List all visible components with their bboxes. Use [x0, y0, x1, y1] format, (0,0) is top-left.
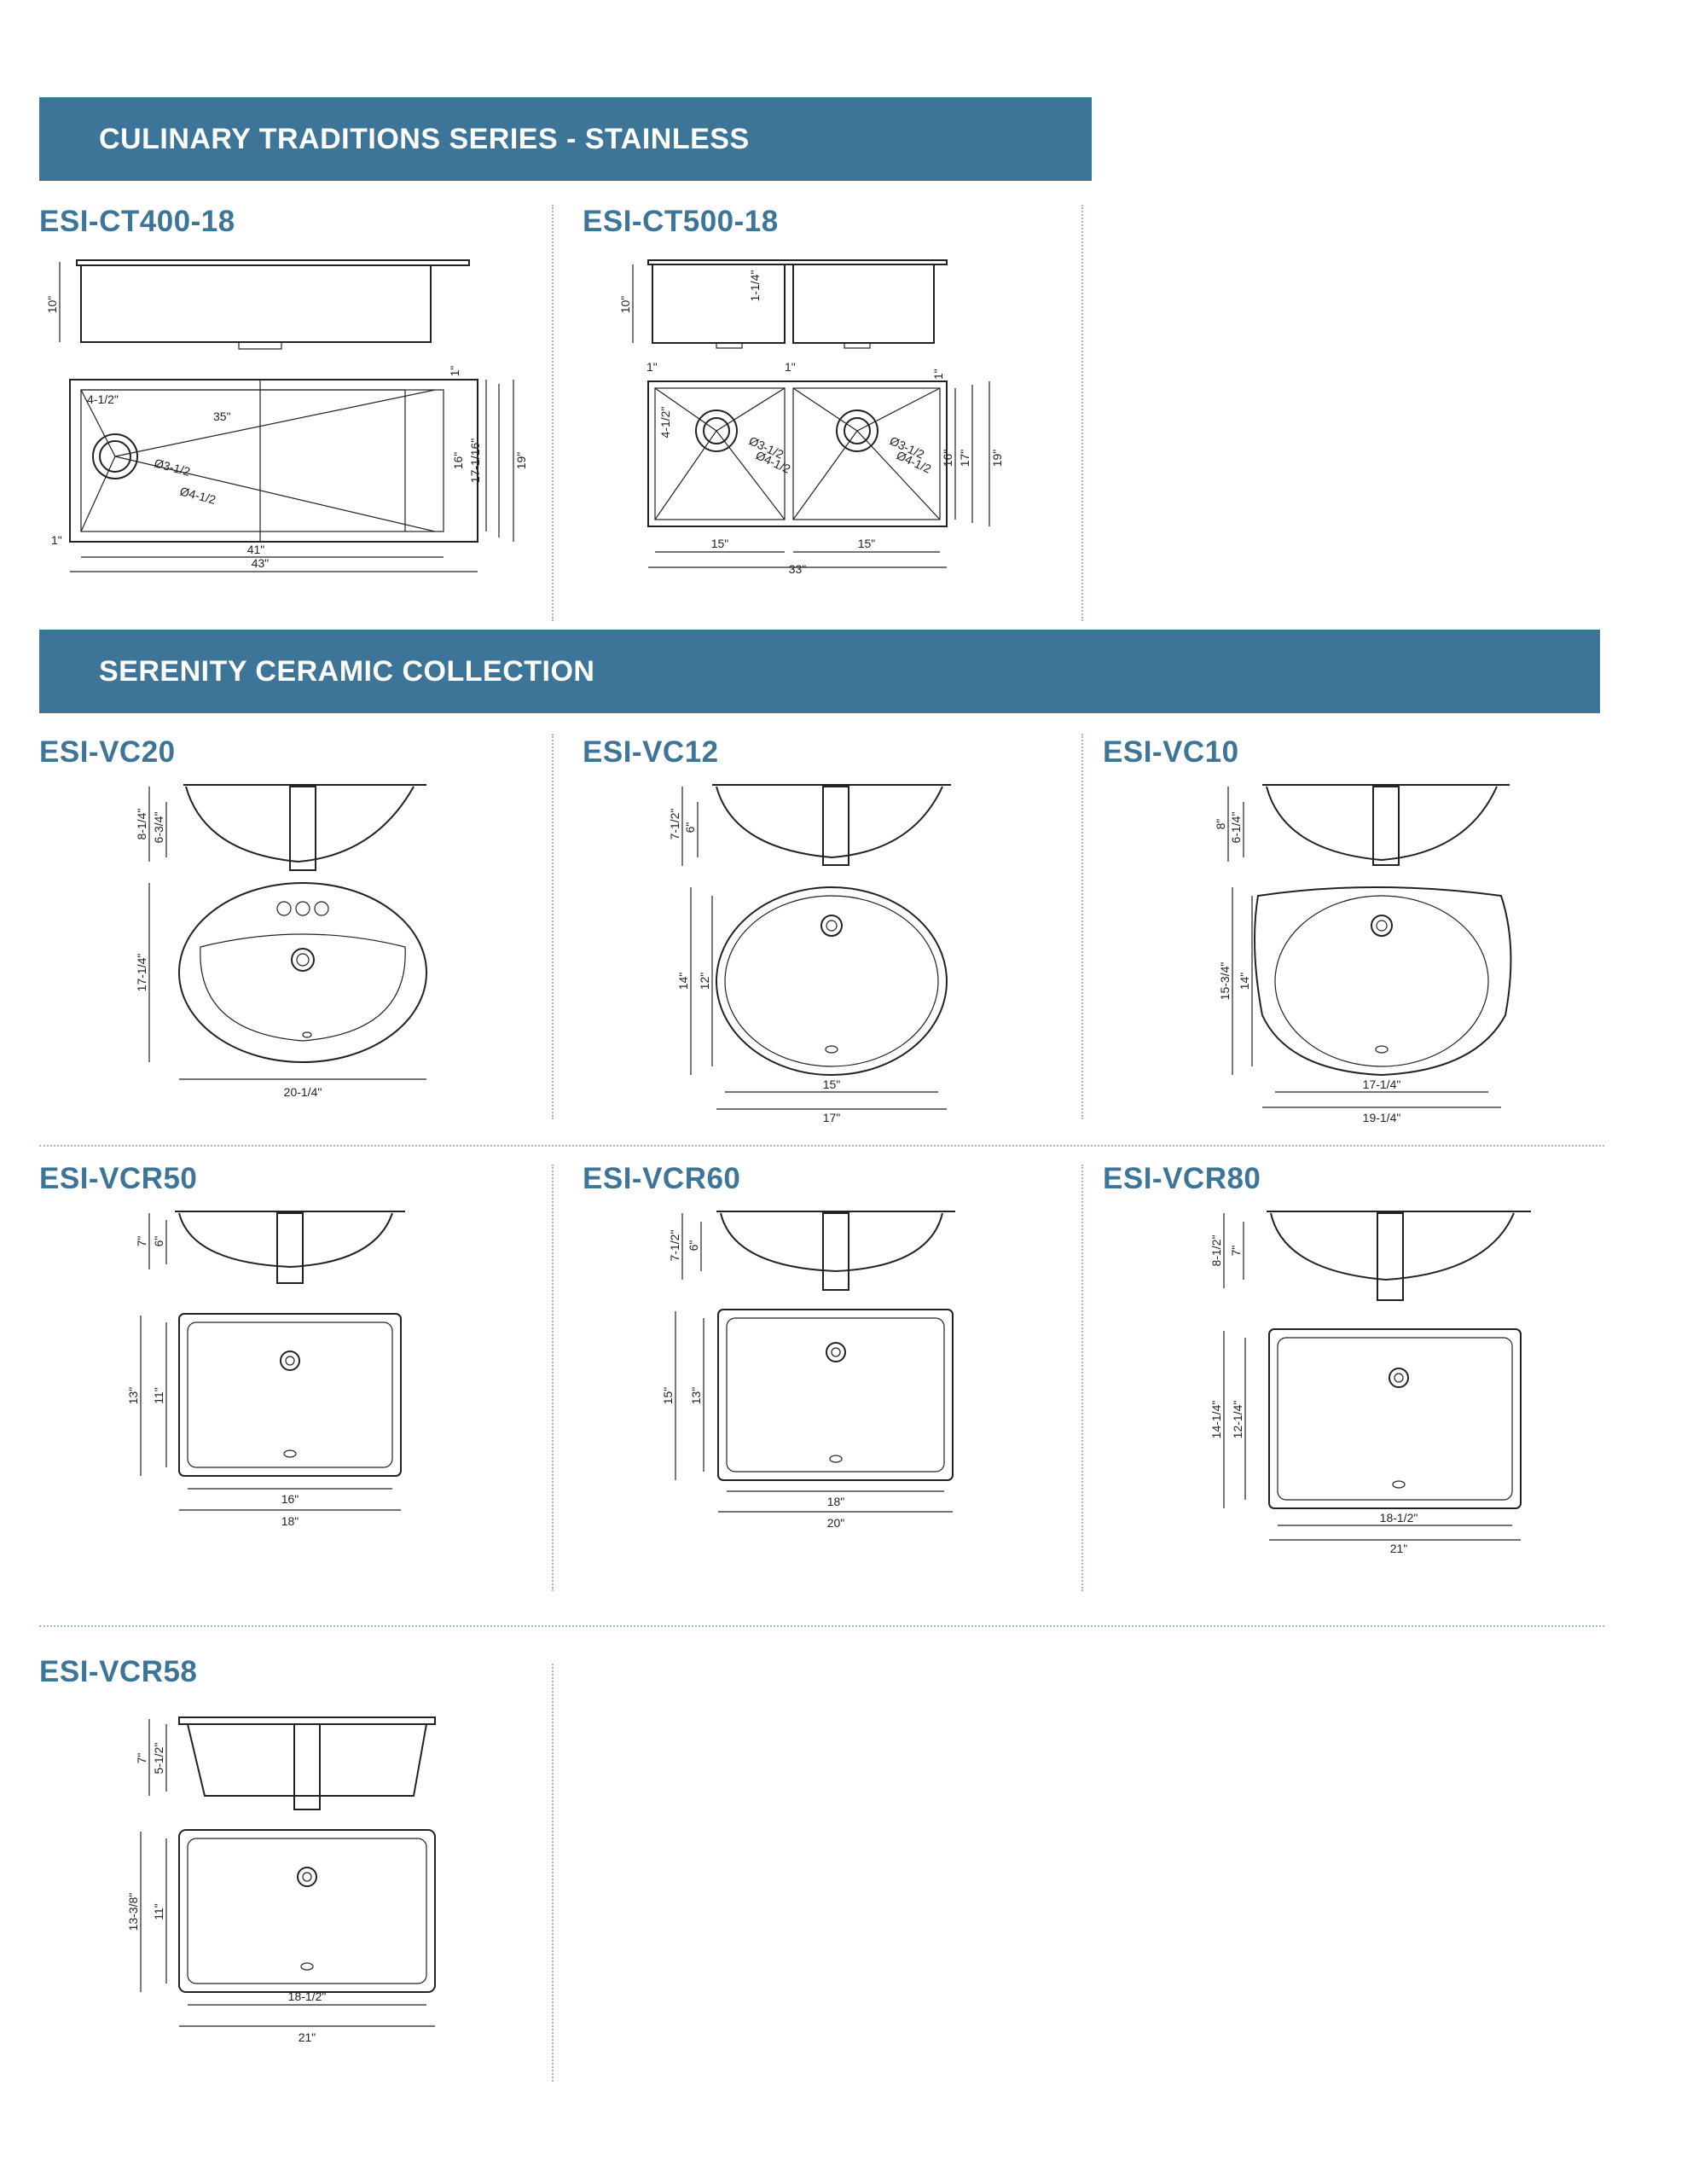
dim-label: 17" — [823, 1111, 841, 1124]
dim-label: 5-1/2" — [152, 1743, 165, 1774]
dim-label: 41" — [247, 543, 265, 556]
dim-label: 18-1/2" — [1380, 1511, 1418, 1525]
model-title: ESI-VC20 — [39, 735, 176, 769]
model-title: ESI-CT500-18 — [583, 205, 779, 238]
divider-vertical — [1081, 205, 1083, 621]
vcr80-drawing: 8-1/2" 7" 14-1/4" 12-1/4" 18-1/2" 21" — [1209, 1211, 1531, 1555]
ct400-drawing: 10" 4-1/2" 35" Ø3-1/2 Ø4-1/2 1" 16" 17-1… — [45, 259, 528, 572]
dim-label: 14-1/4" — [1209, 1401, 1223, 1439]
dim-label: 11" — [152, 1903, 165, 1920]
vcr60-drawing: 7-1/2" 6" 15" 13" 18" 20" — [661, 1211, 955, 1530]
dim-label: 7-1/2" — [668, 809, 681, 840]
dim-label: 8" — [1214, 819, 1227, 830]
dim-label: 17-1/4" — [1363, 1077, 1401, 1091]
dim-label: 18" — [827, 1495, 845, 1508]
divider-vertical — [552, 1165, 554, 1591]
divider-vertical — [552, 734, 554, 1119]
dim-label: 6" — [152, 1236, 165, 1247]
dim-label: 21" — [1390, 1542, 1408, 1555]
dim-label: 16" — [941, 450, 954, 468]
dim-label: 4-1/2" — [87, 392, 119, 406]
dim-label: 1" — [448, 366, 461, 377]
dim-label: 8-1/2" — [1209, 1235, 1223, 1267]
model-title: ESI-VCR80 — [1103, 1162, 1261, 1195]
dim-label: 13" — [689, 1387, 703, 1405]
dim-label: 15" — [711, 537, 729, 550]
divider-vertical — [552, 205, 554, 621]
model-title: ESI-VCR50 — [39, 1162, 198, 1195]
vcr58-drawing: 7" 5-1/2" 13-3/8" 11" 18-1/2" 21" — [126, 1716, 436, 2044]
dim-label: 15" — [823, 1077, 841, 1091]
dim-label: Ø4-1/2 — [178, 484, 217, 507]
dim-label: 8-1/4" — [135, 809, 148, 840]
dim-label: 18" — [281, 1514, 299, 1528]
dim-label: 13" — [126, 1387, 140, 1405]
vc10-drawing: 8" 6-1/4" 15-3/4" 14" 17-1/4" 19-1/4" — [1214, 784, 1512, 1124]
dim-label: 19-1/4" — [1363, 1111, 1401, 1124]
model-title: ESI-VC10 — [1103, 735, 1239, 769]
dim-label: 6" — [683, 822, 697, 834]
dim-label: 7" — [135, 1753, 148, 1764]
model-title: ESI-VCR60 — [583, 1162, 741, 1195]
dim-label: 10" — [618, 296, 632, 314]
dim-label: 15-3/4" — [1218, 962, 1232, 1001]
dim-label: 6-3/4" — [152, 812, 165, 844]
dim-label: Ø3-1/2 — [153, 456, 192, 479]
section-banner-serenity: SERENITY CERAMIC COLLECTION — [39, 630, 1600, 713]
divider-vertical — [552, 1664, 554, 2082]
divider-horizontal — [39, 1625, 1604, 1627]
dim-label: 1-1/4" — [748, 270, 762, 302]
dim-label: 19" — [990, 450, 1004, 468]
dim-label: 19" — [514, 452, 528, 470]
dim-label: 20-1/4" — [284, 1085, 322, 1099]
dim-label: 16" — [451, 452, 465, 470]
divider-horizontal — [39, 1145, 1604, 1147]
dim-label: 7" — [135, 1236, 148, 1247]
dim-label: 33" — [789, 562, 807, 576]
dim-label: 12" — [698, 973, 711, 990]
dim-label: 6-1/4" — [1229, 812, 1243, 844]
section-banner-culinary: CULINARY TRADITIONS SERIES - STAINLESS — [39, 97, 1092, 181]
dim-label: 10" — [45, 296, 59, 314]
dim-label: 14" — [676, 973, 690, 990]
dim-label: 13-3/8" — [126, 1893, 140, 1931]
dim-label: 17-1/16" — [468, 439, 482, 483]
divider-vertical — [1081, 734, 1083, 1119]
model-title: ESI-VCR58 — [39, 1655, 198, 1688]
vc20-drawing: 8-1/4" 6-3/4" 17-1/4" 20-1/4" — [135, 784, 427, 1099]
dim-label: 17" — [958, 450, 971, 468]
model-title: ESI-VC12 — [583, 735, 719, 769]
dim-label: 1" — [51, 533, 62, 547]
dim-label: 1" — [785, 360, 796, 374]
dim-label: 1" — [646, 360, 658, 374]
dim-label: 15" — [661, 1387, 675, 1405]
dim-label: 17-1/4" — [135, 954, 148, 992]
model-title: ESI-CT400-18 — [39, 205, 235, 238]
divider-vertical — [1081, 1165, 1083, 1591]
dim-label: 1" — [931, 369, 945, 380]
dim-label: 12-1/4" — [1231, 1401, 1244, 1439]
dim-label: 21" — [299, 2030, 316, 2044]
dim-label: 20" — [827, 1516, 845, 1530]
dim-label: 43" — [252, 556, 270, 570]
section-title: CULINARY TRADITIONS SERIES - STAINLESS — [99, 122, 750, 155]
dim-label: 6" — [687, 1240, 700, 1252]
vc12-drawing: 7-1/2" 6" 14" 12" 15" 17" — [668, 784, 951, 1124]
dim-label: 18-1/2" — [288, 1989, 327, 2003]
dim-label: 14" — [1238, 973, 1251, 990]
dim-label: 35" — [213, 410, 231, 423]
vcr50-drawing: 7" 6" 13" 11" 16" 18" — [126, 1211, 405, 1528]
ct500-drawing: 10" 1-1/4" 1" 1" 1" 4-1/2" Ø3-1/2 Ø4-1/2… — [618, 259, 1004, 576]
dim-label: 7-1/2" — [668, 1230, 681, 1262]
dim-label: 7" — [1229, 1246, 1243, 1257]
dim-label: 11" — [152, 1387, 165, 1404]
dim-label: 15" — [858, 537, 876, 550]
dim-label: 16" — [281, 1492, 299, 1506]
section-title: SERENITY CERAMIC COLLECTION — [99, 654, 595, 688]
dim-label: 4-1/2" — [658, 407, 672, 439]
